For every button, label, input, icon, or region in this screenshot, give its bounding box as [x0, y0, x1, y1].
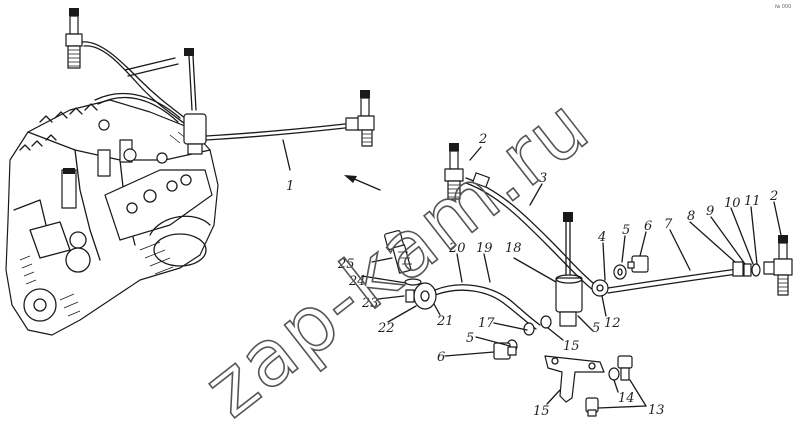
sensor-18 — [555, 212, 583, 327]
callout-3: 3 — [539, 171, 547, 186]
banjo-bolt-25 — [384, 230, 412, 274]
callout-7: 7 — [664, 217, 673, 232]
bolt-6-top — [627, 255, 649, 273]
callout-18: 18 — [505, 241, 522, 256]
callout-12: 12 — [604, 316, 621, 331]
direction-arrow — [344, 175, 381, 191]
callout-5-lower: 5 — [466, 331, 474, 346]
callout-14: 14 — [618, 391, 635, 406]
callout-10: 10 — [724, 196, 741, 211]
callout-5-top: 5 — [622, 223, 630, 238]
bolt-13-top — [617, 355, 633, 381]
exploded-parts — [384, 143, 793, 417]
callout-2-right: 2 — [769, 189, 778, 204]
callout-8: 8 — [687, 209, 695, 224]
callout-6-bottom: 6 — [437, 350, 445, 365]
callout-17: 17 — [478, 316, 495, 331]
upper-sensor-lines — [65, 8, 375, 171]
bolt-6-bottom — [493, 342, 517, 360]
bracket-15 — [544, 355, 605, 403]
callout-22: 22 — [377, 321, 395, 336]
callout-23: 23 — [361, 296, 379, 311]
callout-1: 1 — [286, 179, 294, 194]
callout-6-top: 6 — [644, 219, 652, 234]
sensor-2-left — [444, 143, 464, 200]
callout-2-left: 2 — [478, 132, 487, 147]
callout-11: 11 — [744, 194, 761, 209]
elbow-fitting-22 — [405, 282, 437, 310]
corner-mark: № 000 — [775, 4, 791, 10]
callout-15-lower: 15 — [533, 404, 550, 419]
bolt-13-bottom — [585, 397, 599, 417]
sensor-top-left — [65, 8, 83, 69]
callout-24: 24 — [348, 274, 366, 289]
callout-19: 19 — [476, 241, 493, 256]
callout-5-middle: 5 — [592, 321, 600, 336]
sensor-2-right — [763, 235, 793, 296]
engine-assembly — [5, 99, 219, 336]
callout-labels: 1 2 2 3 4 5 5 5 6 6 7 8 9 10 11 12 13 14… — [286, 132, 778, 419]
leader-lines — [361, 146, 782, 409]
callout-13: 13 — [648, 403, 665, 418]
callout-9: 9 — [706, 204, 714, 219]
callout-21: 21 — [436, 314, 454, 329]
callout-20: 20 — [448, 241, 466, 256]
sensor-top-middle — [183, 48, 207, 155]
watermark: zap-kam.ru — [188, 81, 606, 434]
callout-4: 4 — [597, 230, 606, 245]
callout-15-upper: 15 — [563, 339, 580, 354]
callout-25: 25 — [337, 257, 355, 272]
sensor-top-right — [345, 90, 375, 147]
